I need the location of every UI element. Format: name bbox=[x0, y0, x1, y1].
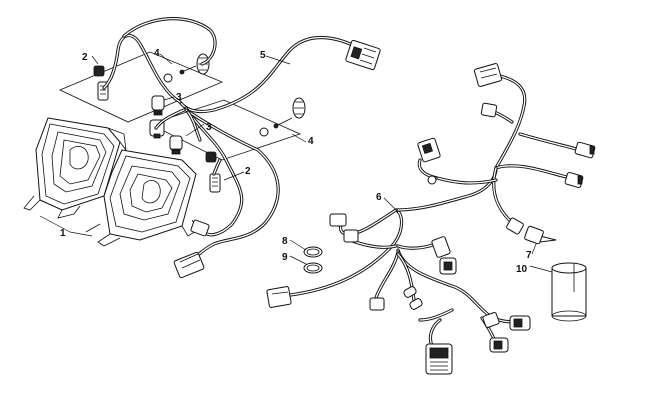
callout-9: 9 bbox=[282, 252, 288, 263]
harness-6-large-connector bbox=[425, 343, 453, 375]
harness-6-ring-terminal bbox=[427, 175, 437, 185]
harness-6-mid-connector-right bbox=[431, 236, 457, 275]
exploded-view-lines bbox=[59, 51, 302, 161]
harness-5-plug-connector bbox=[173, 251, 205, 279]
callout-3-lower: 3 bbox=[206, 122, 212, 133]
callout-6: 6 bbox=[376, 192, 382, 203]
harness-6-left-connector bbox=[417, 137, 441, 163]
harness-5 bbox=[102, 17, 381, 279]
headlight-left bbox=[23, 117, 127, 219]
callout-leaders bbox=[39, 53, 553, 273]
harness-6-mid-connector-left bbox=[329, 213, 359, 243]
callout-2-lower: 2 bbox=[245, 166, 251, 177]
callout-10: 10 bbox=[516, 264, 528, 275]
adjuster-upper bbox=[163, 53, 210, 83]
callout-8: 8 bbox=[282, 236, 288, 247]
callout-7: 7 bbox=[526, 250, 532, 261]
harness-6-right-connector-b bbox=[564, 172, 584, 188]
callout-4-upper: 4 bbox=[154, 48, 160, 59]
harness-6 bbox=[266, 63, 596, 375]
sleeve-10 bbox=[551, 262, 587, 322]
socket-upper bbox=[93, 65, 109, 101]
harness-6-small-connector-b bbox=[369, 297, 385, 311]
adjuster-lower bbox=[259, 97, 306, 137]
harness-6-end-connector bbox=[266, 286, 292, 308]
harness-5-side-connector bbox=[190, 219, 210, 237]
callout-numbers: 1 2 2 3 3 4 4 5 6 7 8 9 10 bbox=[60, 48, 532, 275]
cable-tie-8 bbox=[303, 246, 323, 258]
harness-5-main-connector bbox=[345, 39, 381, 71]
headlight-right bbox=[85, 149, 199, 247]
harness-6-top-connector bbox=[473, 63, 503, 87]
bulb-lower bbox=[169, 135, 183, 155]
callout-5: 5 bbox=[260, 50, 266, 61]
callout-2-upper: 2 bbox=[82, 52, 88, 63]
callout-1: 1 bbox=[60, 228, 66, 239]
harness-6-right-connector-a bbox=[574, 141, 596, 159]
callout-3-upper: 3 bbox=[176, 92, 182, 103]
bulb-upper bbox=[149, 95, 165, 139]
callout-4-lower: 4 bbox=[308, 136, 314, 147]
socket-lower bbox=[205, 151, 221, 193]
harness-6-lower-right-connector bbox=[506, 217, 524, 235]
harness-6-small-connector-a bbox=[480, 102, 498, 118]
cable-tie-9 bbox=[303, 262, 323, 274]
harness-6-bottom-connectors bbox=[482, 312, 531, 353]
terminal-7 bbox=[524, 225, 557, 245]
harness-6-fuse-holder bbox=[403, 286, 423, 310]
